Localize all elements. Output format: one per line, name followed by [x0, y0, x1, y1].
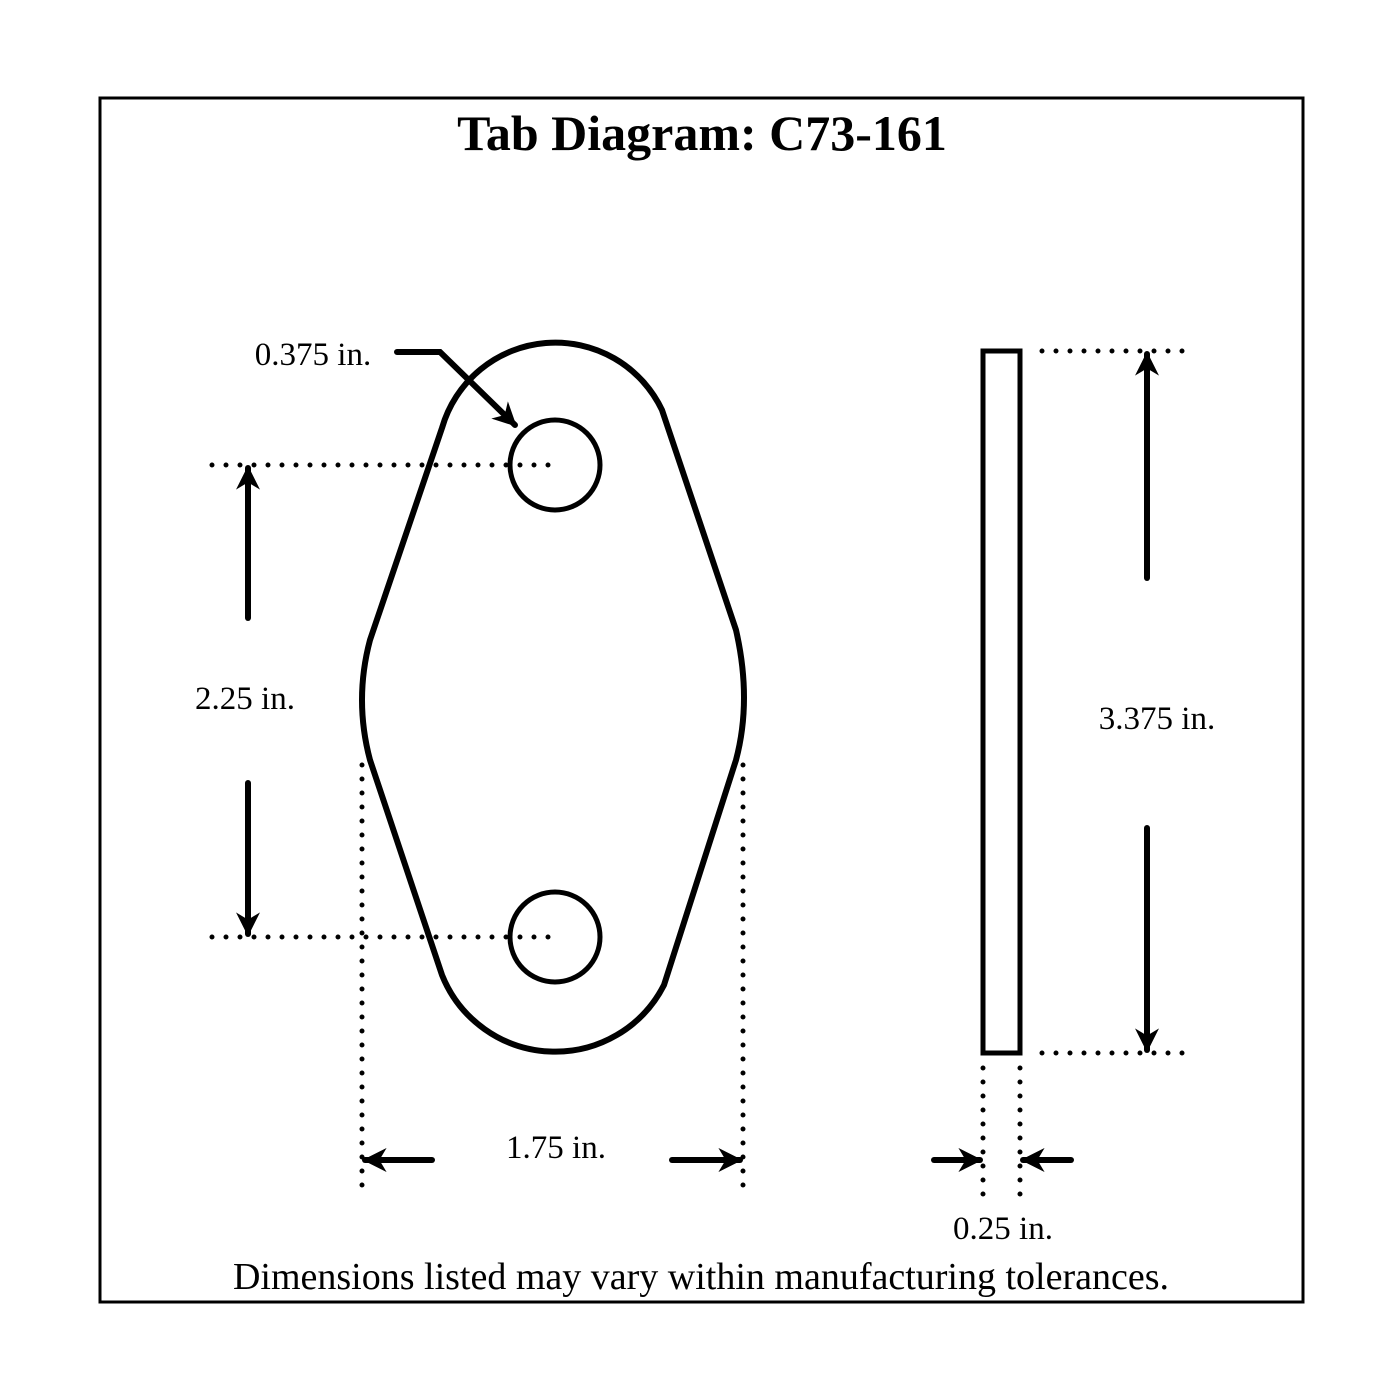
frame-border	[98, 96, 1305, 1304]
diagram-title: Tab Diagram: C73-161	[457, 105, 947, 161]
extension-lines	[209, 348, 1188, 1200]
hole-spacing-label: 2.25 in.	[195, 681, 295, 717]
width-label: 1.75 in.	[506, 1130, 606, 1166]
thickness-label: 0.25 in.	[953, 1211, 1053, 1247]
hole-diameter-label: 0.375 in.	[255, 337, 371, 373]
side-view	[980, 348, 1023, 1056]
tab-outline	[359, 339, 747, 1055]
hole-diameter-leader	[394, 349, 518, 428]
footer-note: Dimensions listed may vary within manufa…	[233, 1256, 1169, 1298]
length-label: 3.375 in.	[1099, 701, 1215, 737]
bottom-hole	[507, 889, 603, 985]
top-hole	[507, 417, 603, 513]
